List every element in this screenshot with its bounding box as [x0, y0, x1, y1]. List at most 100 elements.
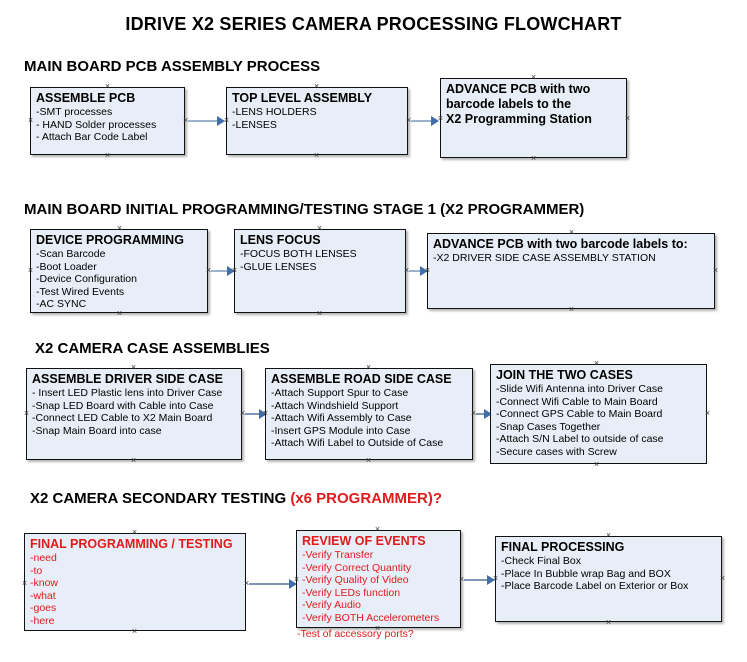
- connector-handle-top[interactable]: [130, 364, 137, 371]
- connector-handle-top[interactable]: [316, 225, 323, 232]
- box-join-the-two-cases[interactable]: JOIN THE TWO CASES -Slide Wifi Antenna i…: [490, 364, 707, 464]
- box-item: -Verify Transfer: [302, 549, 374, 561]
- connector-arrowhead: [487, 575, 495, 585]
- box-title: ASSEMBLE DRIVER SIDE CASE: [32, 372, 224, 386]
- box-final-programming-testing[interactable]: FINAL PROGRAMMING / TESTING -need -to -k…: [24, 533, 246, 631]
- connector-line: [188, 120, 219, 122]
- connector-handle-right[interactable]: [719, 575, 726, 582]
- connector-handle-bottom[interactable]: [568, 306, 575, 313]
- connector-handle-left[interactable]: [223, 117, 230, 124]
- connector-handle-bottom[interactable]: [374, 625, 381, 632]
- box-item: -Place Barcode Label on Exterior or Box: [501, 580, 689, 593]
- connector-handle-bottom[interactable]: [130, 457, 137, 464]
- connector-handle-top[interactable]: [131, 529, 138, 536]
- box-item: -X2 DRIVER SIDE CASE ASSEMBLY STATION: [433, 252, 656, 264]
- box-advance-pcb-to-programming-station[interactable]: ADVANCE PCB with two barcode labels to t…: [440, 78, 627, 158]
- connector-line: [464, 579, 490, 581]
- connector-handle-left[interactable]: [27, 267, 34, 274]
- section-heading-text: MAIN BOARD PCB ASSEMBLY PROCESS: [24, 58, 321, 75]
- connector-handle-top[interactable]: [568, 229, 575, 236]
- box-title: FINAL PROGRAMMING / TESTING: [30, 537, 233, 551]
- section-heading-x2-camera-case-assemblies: X2 CAMERA CASE ASSEMBLIES: [35, 340, 270, 357]
- connector-handle-bottom[interactable]: [313, 152, 320, 159]
- box-review-of-events[interactable]: REVIEW OF EVENTS -Verify Transfer -Verif…: [296, 530, 461, 628]
- box-title: FINAL PROCESSING: [501, 540, 625, 554]
- box-item: -Attach Wifi Label to Outside of Case: [271, 437, 444, 450]
- box-item: -Attach Windshield Support: [271, 399, 399, 412]
- connector-handle-top[interactable]: [605, 532, 612, 539]
- box-advance-pcb-to-driver-side-case[interactable]: ADVANCE PCB with two barcode labels to: …: [427, 233, 715, 309]
- box-item: -Boot Loader: [36, 260, 97, 273]
- section-heading-main-board-initial-programming: MAIN BOARD INITIAL PROGRAMMING/TESTING S…: [24, 201, 584, 218]
- box-title: ASSEMBLE PCB: [36, 91, 136, 105]
- box-device-programming[interactable]: DEVICE PROGRAMMING -Scan Barcode -Boot L…: [30, 229, 208, 313]
- connector-arrowhead: [217, 116, 225, 126]
- box-item: -Device Configuration: [36, 273, 137, 286]
- box-item: - Insert LED Plastic lens into Driver Ca…: [32, 387, 223, 399]
- connector-handle-right[interactable]: [704, 410, 711, 417]
- box-item: -AC SYNC: [36, 298, 87, 311]
- box-item: -FOCUS BOTH LENSES: [240, 248, 357, 260]
- connector-handle-top[interactable]: [365, 364, 372, 371]
- box-item: -Snap Main Board into case: [32, 424, 162, 437]
- box-item: -know: [30, 577, 59, 590]
- connector-handle-left[interactable]: [424, 267, 431, 274]
- connector-handle-top[interactable]: [104, 83, 111, 90]
- connector-handle-bottom[interactable]: [116, 310, 123, 317]
- box-item: -need: [30, 552, 57, 564]
- box-item: -goes: [30, 602, 57, 615]
- connector-handle-top[interactable]: [116, 225, 123, 232]
- box-item: -here: [30, 614, 55, 627]
- connector-handle-left[interactable]: [231, 267, 238, 274]
- box-item: X2 Programming Station: [446, 112, 592, 126]
- box-item: -Connect LED Cable to X2 Main Board: [32, 412, 213, 425]
- box-item: -Verify BOTH Accelerometers: [302, 611, 440, 624]
- connector-handle-top[interactable]: [593, 360, 600, 367]
- box-item-overflow: -Test of accessory ports?: [297, 628, 414, 640]
- box-item: -Verify Correct Quantity: [302, 561, 412, 574]
- connector-handle-left[interactable]: [437, 115, 444, 122]
- connector-handle-bottom[interactable]: [530, 155, 537, 162]
- box-title: REVIEW OF EVENTS: [302, 534, 426, 548]
- connector-handle-top[interactable]: [374, 526, 381, 533]
- section-heading-red-suffix: (x6 PROGRAMMER)?: [290, 490, 442, 507]
- connector-handle-bottom[interactable]: [365, 457, 372, 464]
- box-item: - Attach Bar Code Label: [36, 131, 148, 144]
- box-title: LENS FOCUS: [240, 233, 321, 247]
- connector-handle-bottom[interactable]: [131, 628, 138, 635]
- box-title: DEVICE PROGRAMMING: [36, 233, 184, 247]
- box-item: -Attach Wifi Assembly to Case: [271, 412, 412, 425]
- box-item: -Verify Audio: [302, 599, 361, 612]
- box-item: -Connect Wifi Cable to Main Board: [496, 395, 658, 408]
- connector-handle-left[interactable]: [23, 410, 30, 417]
- connector-handle-right[interactable]: [712, 267, 719, 274]
- connector-handle-left[interactable]: [262, 410, 269, 417]
- connector-handle-left[interactable]: [492, 575, 499, 582]
- box-assemble-road-side-case[interactable]: ASSEMBLE ROAD SIDE CASE -Attach Support …: [265, 368, 473, 460]
- box-title: ASSEMBLE ROAD SIDE CASE: [271, 372, 452, 386]
- connector-handle-left[interactable]: [21, 580, 28, 587]
- page-title: IDRIVE X2 SERIES CAMERA PROCESSING FLOWC…: [125, 14, 622, 34]
- box-item: -Attach S/N Label to outside of case: [496, 433, 664, 446]
- connector-handle-top[interactable]: [313, 83, 320, 90]
- box-item: -Verify Quality of Video: [302, 574, 409, 587]
- connector-arrowhead: [484, 409, 492, 419]
- connector-handle-bottom[interactable]: [593, 461, 600, 468]
- connector-arrowhead: [289, 579, 297, 589]
- connector-handle-top[interactable]: [530, 74, 537, 81]
- box-assemble-driver-side-case[interactable]: ASSEMBLE DRIVER SIDE CASE - Insert LED P…: [26, 368, 242, 460]
- box-final-processing[interactable]: FINAL PROCESSING -Check Final Box -Place…: [495, 536, 722, 622]
- box-title: TOP LEVEL ASSEMBLY: [232, 91, 373, 105]
- connector-handle-bottom[interactable]: [605, 619, 612, 626]
- connector-handle-right[interactable]: [624, 115, 631, 122]
- connector-handle-bottom[interactable]: [104, 152, 111, 159]
- box-item: -Attach Support Spur to Case: [271, 387, 409, 399]
- connector-handle-left[interactable]: [27, 117, 34, 124]
- box-assemble-pcb[interactable]: ASSEMBLE PCB -SMT processes - HAND Solde…: [30, 87, 185, 155]
- connector-handle-left[interactable]: [293, 576, 300, 583]
- box-top-level-assembly[interactable]: TOP LEVEL ASSEMBLY -LENS HOLDERS -LENSES: [226, 87, 408, 155]
- connector-handle-bottom[interactable]: [316, 310, 323, 317]
- box-item: -Snap Cases Together: [496, 420, 601, 433]
- box-lens-focus[interactable]: LENS FOCUS -FOCUS BOTH LENSES -GLUE LENS…: [234, 229, 406, 313]
- box-item: -Snap LED Board with Cable into Case: [32, 399, 214, 412]
